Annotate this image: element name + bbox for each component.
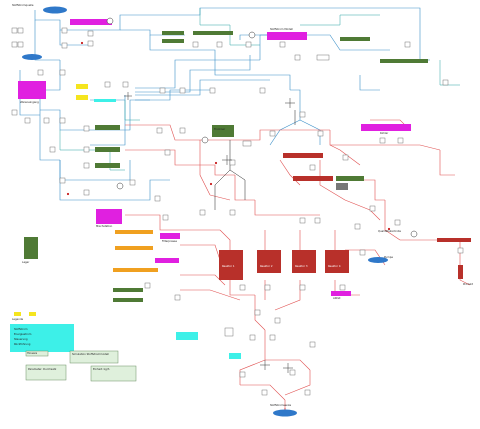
- dryer-label: Trockner: [214, 128, 226, 131]
- waste-label: Abfall: [333, 297, 341, 300]
- mixer-label: Mischstation: [96, 225, 113, 228]
- source-ellipse-2[interactable]: [22, 54, 42, 60]
- gauge-4: [116, 182, 124, 190]
- note-title: Hinweis: [27, 352, 38, 355]
- pump-label: Pumpe: [384, 256, 393, 259]
- product-label: Produkt: [463, 283, 473, 286]
- green-block-4[interactable]: [340, 37, 370, 41]
- cyan-block-lower[interactable]: [229, 353, 241, 359]
- component-boxes: [11, 27, 464, 396]
- magenta-right-block[interactable]: [361, 124, 411, 131]
- cyan-panel-large[interactable]: [10, 324, 74, 352]
- dark-red-bar-3[interactable]: [437, 238, 471, 242]
- product-ellipse[interactable]: [368, 257, 388, 263]
- reactor-1[interactable]: [219, 250, 243, 280]
- sink-ellipse[interactable]: [273, 409, 297, 417]
- gauge-2: [248, 31, 256, 39]
- dark-red-post[interactable]: [458, 265, 463, 279]
- source-ellipse[interactable]: [43, 6, 67, 14]
- reactor-1-label: Reaktor 1: [222, 265, 235, 268]
- magenta-small-block[interactable]: [155, 258, 179, 263]
- green-block-5[interactable]: [380, 59, 428, 63]
- title-label: Stoffstrom Modell: [270, 28, 293, 31]
- reactor-3[interactable]: [292, 250, 316, 273]
- magenta-lower-block[interactable]: [331, 291, 351, 296]
- green-block-2[interactable]: [162, 39, 184, 43]
- note-line-2: Parameter: Durchsatz: [28, 368, 57, 371]
- reactor-2-label: Reaktor 2: [260, 265, 273, 268]
- green-block-1[interactable]: [162, 31, 184, 35]
- green-block-9[interactable]: [212, 125, 234, 137]
- orange-block-2[interactable]: [115, 246, 153, 250]
- magenta-filter-block[interactable]: [160, 233, 180, 239]
- note-line-1: Simulation Stoffstrommodell: [72, 353, 109, 356]
- yellow-small-1[interactable]: [14, 312, 21, 316]
- dark-red-bar-2[interactable]: [293, 176, 333, 181]
- dark-red-bar-1[interactable]: [283, 153, 323, 158]
- filter-label: Filterpresse: [162, 240, 177, 243]
- sink-label: Stoffstromsenke: [270, 404, 292, 407]
- legend-title: Legende: [12, 318, 24, 321]
- source-label: Stoffstromquelle: [12, 4, 34, 7]
- green-block-11[interactable]: [113, 288, 143, 292]
- cyan-block-mid[interactable]: [176, 332, 198, 340]
- green-block-8[interactable]: [95, 163, 120, 168]
- valves: [124, 92, 295, 373]
- cooler-label: Kühler: [380, 132, 389, 135]
- green-block-3[interactable]: [193, 31, 233, 35]
- magenta-mixer-block[interactable]: [96, 209, 122, 224]
- green-block-6[interactable]: [95, 125, 120, 130]
- legend-item-1: Stoffstrom: [14, 328, 28, 331]
- grey-block[interactable]: [336, 183, 348, 190]
- reactor-3-label: Reaktor 3: [295, 265, 308, 268]
- reactor-2[interactable]: [257, 250, 281, 273]
- gauge-5: [410, 230, 418, 238]
- green-block-7[interactable]: [95, 147, 120, 152]
- orange-block-1[interactable]: [115, 230, 153, 234]
- gauges: [106, 17, 418, 238]
- legend-item-3: Steuerung: [14, 338, 28, 341]
- green-block-13[interactable]: [336, 176, 364, 181]
- warehouse-label: Wareneingang: [20, 101, 39, 104]
- note-line-3: Einheit: kg/h: [93, 368, 110, 371]
- magenta-top-right-block[interactable]: [267, 32, 307, 40]
- orange-block-3[interactable]: [113, 268, 158, 272]
- legend-item-2: Energiestrom: [14, 333, 32, 336]
- cyan-block-small[interactable]: [94, 99, 116, 102]
- storage-label: Lager: [22, 261, 30, 264]
- reactor-4[interactable]: [325, 250, 349, 273]
- reactor-4-label: Reaktor 4: [328, 265, 341, 268]
- note-boxes: [25, 350, 137, 382]
- yellow-block-2[interactable]: [76, 95, 88, 100]
- blue-pipe-network: [19, 7, 430, 201]
- yellow-small-2[interactable]: [29, 312, 36, 316]
- gauge-1: [106, 17, 114, 25]
- green-block-12[interactable]: [113, 298, 143, 302]
- green-block-10[interactable]: [24, 237, 38, 259]
- magenta-storage-block[interactable]: [18, 81, 46, 99]
- quality-label: Qualitätskontrolle: [378, 230, 401, 233]
- red-markers: [66, 41, 391, 231]
- legend-item-4: Rückführung: [14, 343, 31, 346]
- control-lines: [214, 110, 296, 210]
- magenta-header-block[interactable]: [70, 19, 112, 25]
- yellow-block-1[interactable]: [76, 84, 88, 89]
- gauge-3: [201, 136, 209, 144]
